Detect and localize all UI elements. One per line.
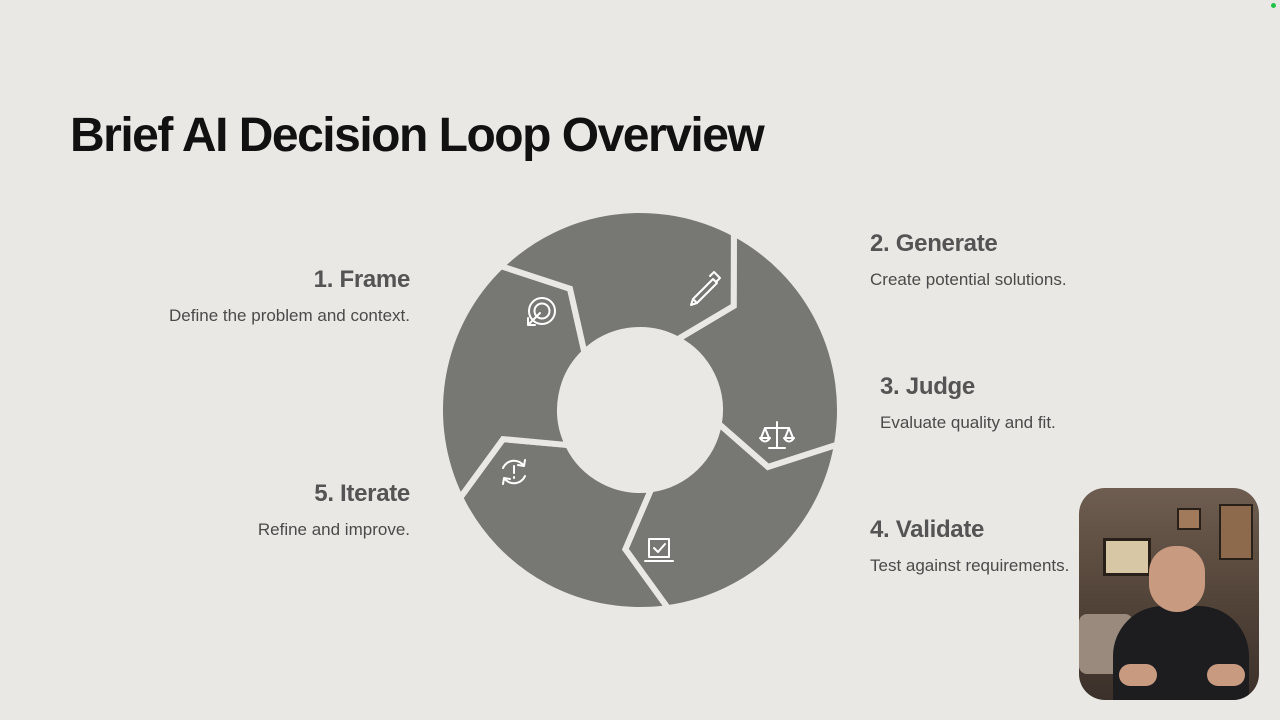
- presenter-video: [1079, 488, 1259, 700]
- step-heading: 5. Iterate: [314, 480, 410, 507]
- step-heading: 1. Frame: [313, 266, 411, 293]
- step-description: Evaluate quality and fit.: [880, 413, 1056, 432]
- step-heading: 3. Judge: [880, 373, 975, 400]
- segment-generate: [671, 228, 843, 471]
- refresh-alert-icon: [502, 459, 526, 485]
- step-description: Refine and improve.: [257, 520, 410, 539]
- step-description: Define the problem and context.: [169, 306, 410, 325]
- step-frame: 1. Frame Define the problem and context.: [169, 266, 410, 326]
- target-icon: [527, 297, 556, 326]
- segment-validate: [456, 435, 674, 613]
- segment-frame: [495, 207, 737, 359]
- step-iterate: 5. Iterate Refine and improve.: [258, 480, 410, 540]
- step-judge: 3. Judge Evaluate quality and fit.: [880, 373, 1056, 433]
- pencil-icon: [690, 271, 721, 306]
- segment-iterate: [437, 262, 588, 504]
- slide-title: Brief AI Decision Loop Overview: [70, 109, 765, 162]
- step-heading: 2. Generate: [870, 230, 998, 257]
- step-description: Create potential solutions.: [870, 270, 1067, 289]
- step-validate: 4. Validate Test against requirements.: [870, 516, 1069, 576]
- scale-icon: [759, 421, 795, 449]
- step-heading: 4. Validate: [870, 516, 985, 543]
- segment-judge: [621, 418, 841, 612]
- checkbox-icon: [644, 538, 674, 562]
- recording-indicator: [1271, 3, 1276, 8]
- step-generate: 2. Generate Create potential solutions.: [870, 230, 1067, 290]
- step-description: Test against requirements.: [870, 556, 1070, 575]
